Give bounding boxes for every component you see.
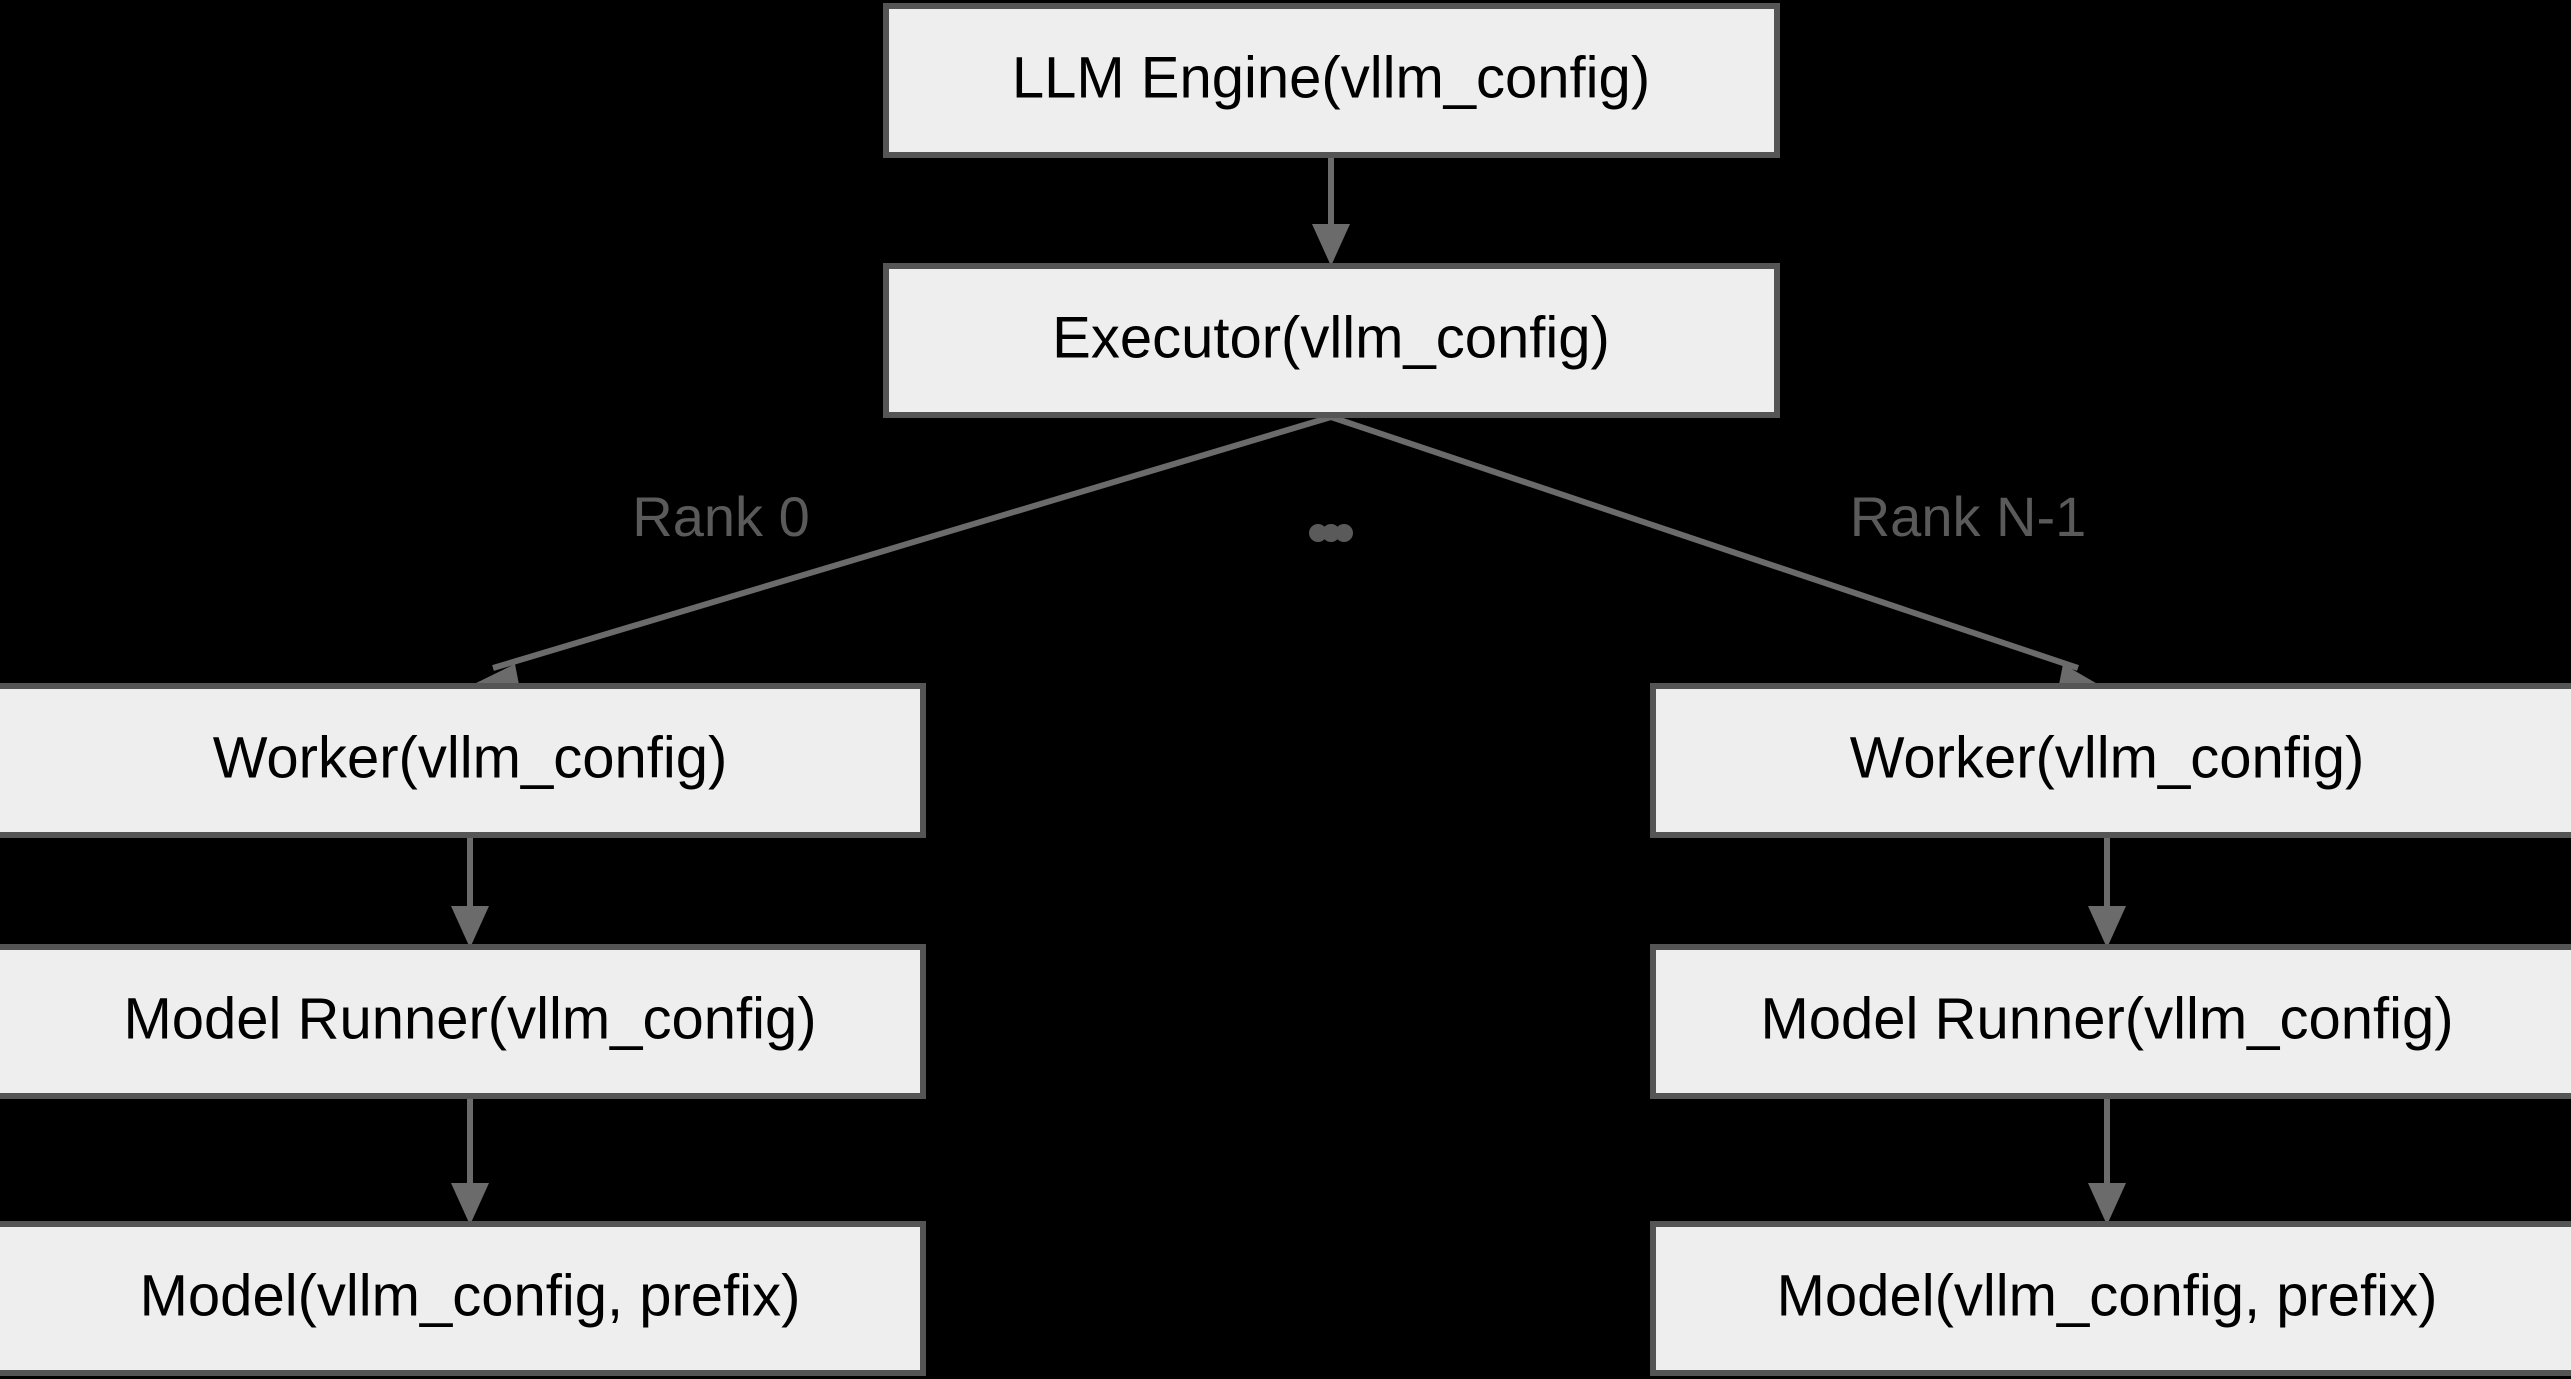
node-box-model-runner-rank0[interactable] — [0, 944, 926, 1099]
node-box-worker-rank0[interactable] — [0, 683, 926, 838]
edge-model-runner-rankn-to-model-rankn — [2088, 1096, 2126, 1225]
edge-worker-rank0-to-model-runner-rank0 — [451, 836, 489, 948]
arrowhead-model-runner-rankn-to-model-rankn — [2088, 1183, 2126, 1225]
node-model-runner-rank0[interactable]: Model Runner(vllm_config) — [0, 944, 926, 1099]
edge-executor-to-worker-rank0 — [470, 414, 1332, 700]
ellipsis-dot-1 — [1309, 524, 1327, 542]
arrowhead-worker-rankn-to-model-runner-rankn — [2088, 906, 2126, 948]
node-box-executor[interactable] — [883, 263, 1780, 418]
edge-executor-to-worker-rankn — [1330, 414, 2101, 700]
node-label-worker-rank0: Worker(vllm_config) — [213, 725, 728, 790]
node-label-llm-engine: LLM Engine(vllm_config) — [1012, 45, 1650, 110]
node-worker-rankn[interactable]: Worker(vllm_config) — [1650, 683, 2571, 838]
node-box-worker-rankn[interactable] — [1650, 683, 2571, 838]
edge-model-runner-rank0-to-model-rank0 — [451, 1096, 489, 1225]
edge-line-executor-to-worker-rank0 — [492, 414, 1332, 671]
node-model-rankn[interactable]: Model(vllm_config, prefix) — [1650, 1221, 2571, 1376]
node-label-model-rank0: Model(vllm_config, prefix) — [140, 1263, 801, 1328]
node-model-runner-rankn[interactable]: Model Runner(vllm_config) — [1650, 944, 2571, 1099]
arrowhead-model-runner-rank0-to-model-rank0 — [451, 1183, 489, 1225]
arrowhead-worker-rank0-to-model-runner-rank0 — [451, 906, 489, 948]
node-label-model-runner-rankn: Model Runner(vllm_config) — [1760, 986, 2453, 1051]
node-model-rank0[interactable]: Model(vllm_config, prefix) — [0, 1221, 926, 1376]
node-label-executor: Executor(vllm_config) — [1052, 305, 1610, 370]
edge-line-executor-to-worker-rankn — [1330, 414, 2079, 671]
edge-llm-engine-to-executor — [1312, 155, 1350, 266]
node-executor[interactable]: Executor(vllm_config) — [883, 263, 1780, 418]
node-label-model-runner-rank0: Model Runner(vllm_config) — [123, 986, 816, 1051]
node-box-model-rankn[interactable] — [1650, 1221, 2571, 1376]
edge-label-rank-last: Rank N-1 — [1850, 485, 2087, 548]
ellipsis-dot-2 — [1322, 524, 1340, 542]
node-label-worker-rankn: Worker(vllm_config) — [1850, 725, 2365, 790]
node-box-model-rank0[interactable] — [0, 1221, 926, 1376]
node-label-model-rankn: Model(vllm_config, prefix) — [1777, 1263, 2438, 1328]
node-box-llm-engine[interactable] — [883, 3, 1780, 158]
edge-label-rank-middle-ellipsis — [1309, 524, 1353, 542]
ellipsis-dot-3 — [1335, 524, 1353, 542]
node-llm-engine[interactable]: LLM Engine(vllm_config) — [883, 3, 1780, 158]
node-box-model-runner-rankn[interactable] — [1650, 944, 2571, 1099]
arrowhead-llm-engine-to-executor — [1312, 224, 1350, 266]
node-worker-rank0[interactable]: Worker(vllm_config) — [0, 683, 926, 838]
edge-label-rank-first: Rank 0 — [632, 485, 809, 548]
edge-worker-rankn-to-model-runner-rankn — [2088, 836, 2126, 948]
